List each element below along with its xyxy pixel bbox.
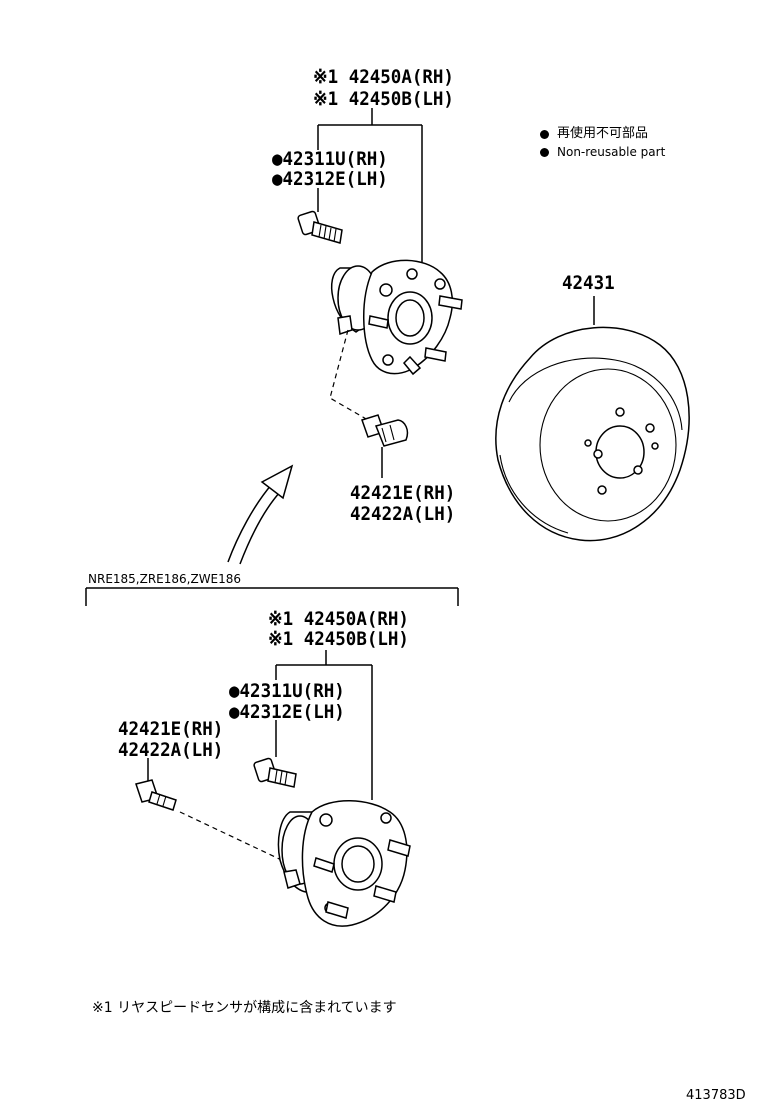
upper-hubbolt-label-lh: 42422A(LH)	[350, 503, 456, 525]
variant-models-label: NRE185,ZRE186,ZWE186	[88, 572, 242, 586]
legend-text-jp: 再使用不可部品	[557, 126, 649, 141]
upper-hub-label-rh: ※1 42450A(RH)	[313, 66, 454, 88]
legend-item-jp: 再使用不可部品	[540, 125, 648, 143]
upper-hubbolt-label-rh: 42421E(RH)	[350, 482, 456, 504]
upper-dashed-line	[329, 329, 369, 421]
lower-stud-bolt	[253, 757, 297, 788]
footnote: ※1 リヤスピードセンサが構成に含まれています	[92, 1000, 397, 1016]
lower-bolt-label-rh: ●42311U(RH)	[229, 680, 345, 702]
disc-label: 42431	[562, 272, 615, 294]
bullet-icon	[540, 147, 549, 157]
bullet-icon	[540, 129, 549, 139]
upper-stud-bolt	[297, 210, 343, 244]
figure-id: 413783D	[686, 1088, 746, 1103]
upper-bolt-label-rh: ●42311U(RH)	[272, 148, 388, 170]
upper-bolt-label-lh: ●42312E(LH)	[272, 168, 388, 190]
legend-item-en: Non-reusable part	[540, 143, 665, 161]
lower-axle-hub	[277, 800, 411, 927]
variant-arrow	[227, 464, 294, 565]
upper-hub-bolt	[361, 414, 409, 447]
brake-disc	[495, 296, 690, 542]
lower-leader-lines	[147, 650, 373, 800]
upper-axle-hub	[330, 259, 463, 376]
variant-bracket	[85, 587, 459, 606]
lower-hub-label-lh: ※1 42450B(LH)	[268, 628, 409, 650]
lower-hubbolt-label-lh: 42422A(LH)	[118, 739, 224, 761]
lower-bolt-label-lh: ●42312E(LH)	[229, 701, 345, 723]
lower-hub-label-rh: ※1 42450A(RH)	[268, 608, 409, 630]
lower-hubbolt-label-rh: 42421E(RH)	[118, 718, 224, 740]
lower-dashed-line	[179, 811, 291, 865]
lower-hub-bolt	[135, 779, 177, 811]
legend-text-en: Non-reusable part	[557, 145, 666, 159]
upper-leader-lines	[317, 108, 423, 478]
upper-hub-label-lh: ※1 42450B(LH)	[313, 88, 454, 110]
